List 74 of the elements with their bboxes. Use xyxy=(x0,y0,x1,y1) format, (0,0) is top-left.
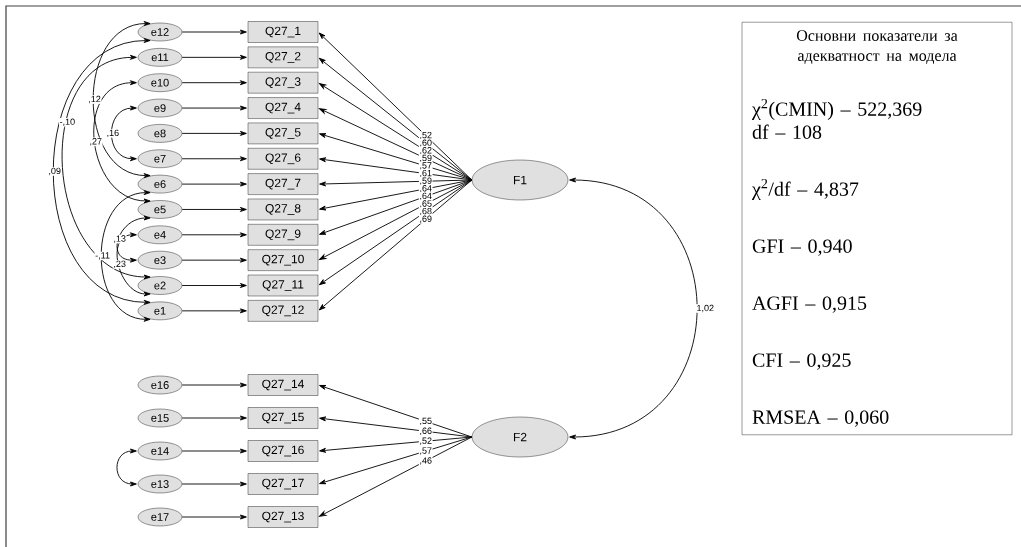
arrow xyxy=(93,80,151,204)
arrow xyxy=(181,156,247,162)
arrow xyxy=(181,54,247,60)
edge-label: 1,02 xyxy=(695,304,715,313)
edge-label: ,13 xyxy=(112,234,127,244)
arrow xyxy=(181,283,247,288)
edge-label: ,55 xyxy=(418,417,433,426)
arrow xyxy=(318,57,473,181)
arrow xyxy=(569,177,698,440)
edge-label: ,09 xyxy=(47,167,62,176)
edge-label: ,16 xyxy=(105,129,120,138)
arrow xyxy=(318,179,473,311)
observed-box: Q27_8 xyxy=(247,198,319,221)
arrow xyxy=(181,514,247,520)
edge-label: ,46 xyxy=(418,456,433,466)
observed-box: Q27_12 xyxy=(247,300,319,322)
observed-box: Q27_15 xyxy=(247,407,319,429)
arrow xyxy=(181,257,247,263)
arrow xyxy=(181,80,247,86)
edge-label: ,57 xyxy=(418,446,433,456)
observed-box: Q27_14 xyxy=(247,374,319,396)
observed-box: Q27_16 xyxy=(247,440,319,462)
observed-box: Q27_3 xyxy=(247,72,319,94)
arrow xyxy=(61,54,151,280)
observed-box: Q27_6 xyxy=(247,148,319,170)
arrow xyxy=(116,448,137,487)
observed-box: Q27_9 xyxy=(247,224,319,246)
arrow xyxy=(100,190,151,322)
arrow xyxy=(181,448,247,454)
arrow xyxy=(181,308,247,314)
arrow xyxy=(181,207,247,212)
observed-box: Q27_11 xyxy=(247,274,319,297)
arrow xyxy=(319,436,473,517)
edge-label: -,10 xyxy=(59,117,76,127)
arrow xyxy=(319,179,473,260)
arrow xyxy=(181,382,247,388)
arrow xyxy=(319,416,473,438)
arrow xyxy=(318,83,473,181)
arrow xyxy=(181,415,247,421)
arrow xyxy=(181,29,247,35)
edge-label: ,52 xyxy=(418,131,433,140)
fit-index-panel: Основни показатели за адекватност на модела χ$^{2}$(CMIN) – 522,369 df – 108 χ$^{2}$/df – 4,837 GFI – 0,940 AGFI – 0,915 CFI – 0,925 RMSEA – 0,060 xyxy=(741,22,1013,435)
edge-label: ,12 xyxy=(87,95,102,104)
arrow xyxy=(110,105,137,162)
edge-label: ,69 xyxy=(418,214,433,224)
edge-label: ,61 xyxy=(418,169,433,178)
arrow xyxy=(181,232,247,238)
edge-label: ,66 xyxy=(418,427,433,436)
observed-box: Q27_5 xyxy=(247,122,319,145)
edge-label: ,59 xyxy=(418,176,433,186)
arrow xyxy=(92,21,151,179)
edge-label: ,64 xyxy=(418,192,433,201)
arrow xyxy=(181,105,247,111)
edge-label: ,68 xyxy=(418,207,433,216)
edge-label: -,11 xyxy=(94,251,111,261)
arrow xyxy=(319,108,473,181)
arrow xyxy=(181,481,247,487)
edge-label: ,59 xyxy=(418,154,433,163)
arrow xyxy=(116,232,151,297)
observed-box: Q27_10 xyxy=(247,249,319,271)
observed-box: Q27_13 xyxy=(247,506,319,528)
observed-box: Q27_17 xyxy=(247,473,319,495)
edge-label: ,52 xyxy=(418,436,433,446)
arrow xyxy=(181,130,247,136)
observed-box: Q27_4 xyxy=(247,97,319,119)
observed-box: Q27_2 xyxy=(247,46,319,69)
observed-box: Q27_1 xyxy=(247,21,319,43)
edge-label: ,27 xyxy=(88,137,103,147)
arrow xyxy=(319,436,473,453)
edge-label: ,23 xyxy=(112,260,127,269)
arrow xyxy=(52,38,151,305)
observed-box: Q27_7 xyxy=(247,173,319,195)
arrow xyxy=(181,181,247,187)
arrow xyxy=(116,215,151,263)
